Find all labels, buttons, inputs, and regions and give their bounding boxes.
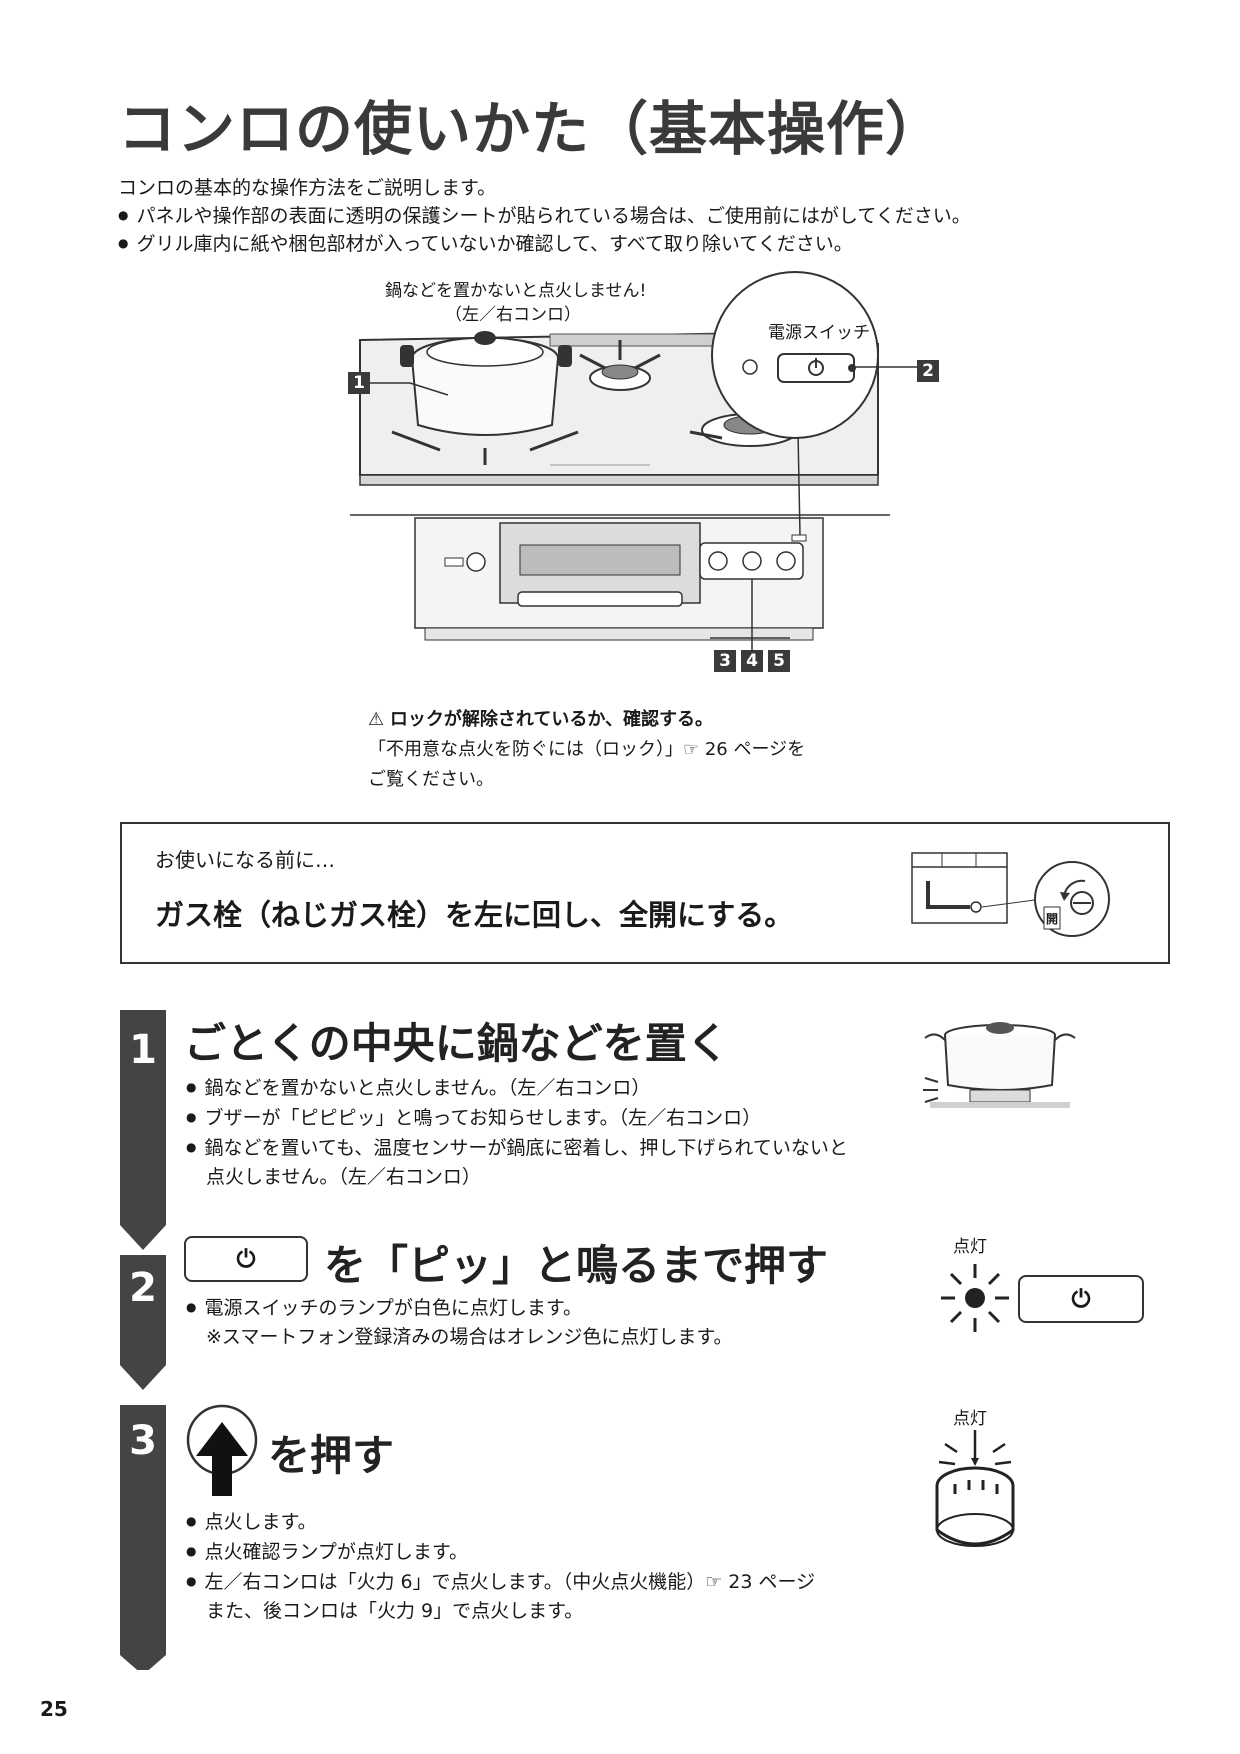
step-body: 鍋などを置かないと点火しません。（左／右コンロ） ブザーが「ピピピッ」と鳴ってお… xyxy=(186,1073,847,1192)
step-number: 2 xyxy=(129,1265,157,1311)
knob-lit-illustration xyxy=(935,1430,1015,1547)
step-title: ごとくの中央に鍋などを置く xyxy=(184,1019,729,1068)
step-body: 点火します。 点火確認ランプが点灯します。 左／右コンロは「火力 6」で点火しま… xyxy=(186,1507,815,1626)
power-icon: ⏻ xyxy=(1071,1285,1091,1313)
valve-open-mark: 開 xyxy=(1046,912,1059,926)
step-title: を押す xyxy=(268,1431,395,1480)
step-body: 電源スイッチのランプが白色に点灯します。 ※スマートフォン登録済みの場合はオレン… xyxy=(186,1293,732,1352)
step-number: 1 xyxy=(129,1027,157,1073)
power-switch-label: 電源スイッチ xyxy=(768,323,870,343)
intro-lead: コンロの基本的な操作方法をご説明します。 xyxy=(118,177,497,199)
page-number: 25 xyxy=(40,1697,68,1721)
power-switch-button[interactable]: ⏻ xyxy=(184,1236,308,1282)
step-title: を「ピッ」と鳴るまで押す xyxy=(324,1241,829,1290)
intro-bullet: グリル庫内に紙や梱包部材が入っていないか確認して、すべて取り除いてください。 xyxy=(118,230,971,258)
intro: コンロの基本的な操作方法をご説明します。 パネルや操作部の表面に透明の保護シート… xyxy=(118,175,971,258)
callout-badge: 5 xyxy=(768,650,790,672)
warning-icon: ⚠ xyxy=(368,709,385,730)
callout-badge: 2 xyxy=(917,360,939,382)
callout-badge: 1 xyxy=(348,372,370,394)
callout-badge: 3 xyxy=(714,650,736,672)
step-arrows xyxy=(120,1010,166,1670)
power-switch-zoom xyxy=(711,271,879,439)
callout-badge: 4 xyxy=(741,650,763,672)
before-use-message: ガス栓（ねじガス栓）を左に回し、全開にする。 xyxy=(155,898,794,932)
lamp-lit-icon xyxy=(941,1264,1009,1332)
step-number: 3 xyxy=(129,1418,157,1464)
knob-push-icon[interactable] xyxy=(182,1400,262,1500)
pot-on-trivet-illustration xyxy=(923,1022,1076,1108)
power-icon: ⏻ xyxy=(236,1245,256,1273)
gas-valve-illustration xyxy=(911,852,1110,937)
before-use-label: お使いになる前に… xyxy=(155,848,335,872)
intro-bullet: パネルや操作部の表面に透明の保護シートが貼られている場合は、ご使用前にはがしてく… xyxy=(118,202,970,230)
pot-note-sub: （左／右コンロ） xyxy=(445,305,581,325)
caution-note: ⚠ ロックが解除されているか、確認する。 「不用意な点火を防ぐには（ロック）」☞… xyxy=(368,709,806,790)
pot-note: 鍋などを置かないと点火しません! xyxy=(385,281,647,301)
before-use-box: お使いになる前に… ガス栓（ねじガス栓）を左に回し、全開にする。 開 xyxy=(120,822,1170,964)
power-switch-illustration: ⏻ xyxy=(1018,1275,1144,1323)
page-title: コンロの使いかた（基本操作） xyxy=(118,95,945,163)
lamp-lit-label: 点灯 xyxy=(953,1409,987,1429)
lamp-lit-label: 点灯 xyxy=(953,1237,987,1257)
